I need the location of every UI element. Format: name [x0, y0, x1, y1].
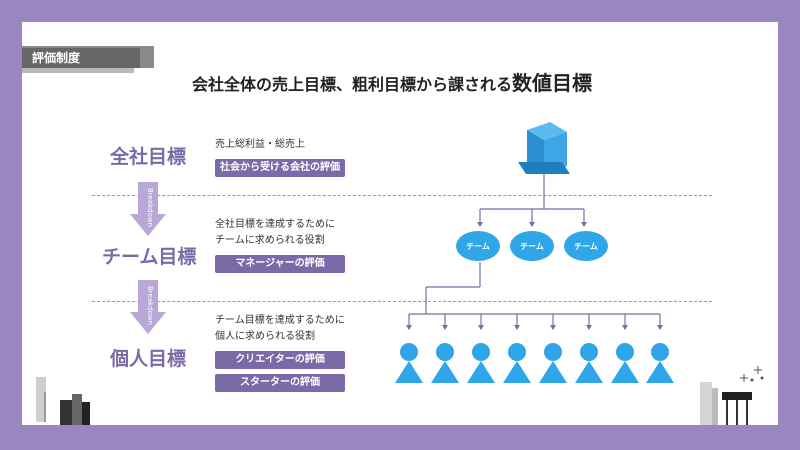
level-individual-desc-2: 個人に求められる役割 — [215, 331, 315, 342]
divider-1 — [92, 195, 712, 196]
team-node-3: チーム — [564, 231, 608, 261]
level-team-desc-1: 全社目標を達成するために — [215, 219, 335, 230]
person-icon-3 — [467, 314, 495, 383]
breakdown-arrow-2: Breakdown — [130, 280, 166, 334]
person-icon-1 — [395, 314, 423, 383]
person-icon-7 — [611, 314, 639, 383]
person-icon-2 — [431, 314, 459, 383]
svg-text:チーム: チーム — [520, 242, 544, 251]
person-icon-4 — [503, 314, 531, 383]
breakdown-label-2: Breakdown — [146, 286, 154, 325]
level-individual-title: 個人目標 — [110, 348, 187, 370]
level-company-title: 全社目標 — [110, 146, 187, 168]
level-company-pill: 社会から受ける会社の評価 — [215, 159, 345, 177]
svg-text:チーム: チーム — [466, 242, 490, 251]
level-individual-pill-1: クリエイターの評価 — [215, 351, 345, 369]
slide: 評価制度 会社全体の売上目標、粗利目標から課される数値目標 全社目標 売上総利益… — [22, 22, 778, 425]
person-icon-8 — [646, 314, 674, 383]
level-team-pill: マネージャーの評価 — [215, 255, 345, 273]
building-icon — [518, 122, 570, 174]
level-company-desc: 売上総利益・総売上 — [215, 139, 305, 150]
page-title: 会社全体の売上目標、粗利目標から課される数値目標 — [192, 67, 672, 96]
person-icon-5 — [539, 314, 567, 383]
team-node-1: チーム — [456, 231, 500, 261]
decorative-towers-left — [36, 377, 90, 425]
sparkle-icon — [740, 366, 764, 382]
breakdown-arrow-1: Breakdown — [130, 182, 166, 236]
tag-bar-decoration-lower — [22, 68, 134, 73]
level-team-desc-2: チームに求められる役割 — [215, 235, 325, 246]
person-icon-6 — [575, 314, 603, 383]
level-individual-desc-1: チーム目標を達成するために — [215, 315, 345, 326]
level-individual-pill-2: スターターの評価 — [215, 374, 345, 392]
divider-2 — [92, 301, 712, 302]
section-tag: 評価制度 — [22, 48, 140, 68]
level-team-title: チーム目標 — [102, 246, 197, 268]
team-node-2: チーム — [510, 231, 554, 261]
decorative-towers-right — [700, 382, 752, 425]
breakdown-label-1: Breakdown — [146, 188, 154, 227]
page-title-emphasis: 数値目標 — [512, 71, 593, 95]
svg-text:チーム: チーム — [574, 242, 598, 251]
page-title-main: 会社全体の売上目標、粗利目標から課される — [192, 75, 513, 94]
org-tree-diagram: チーム チーム チーム — [36, 122, 764, 425]
